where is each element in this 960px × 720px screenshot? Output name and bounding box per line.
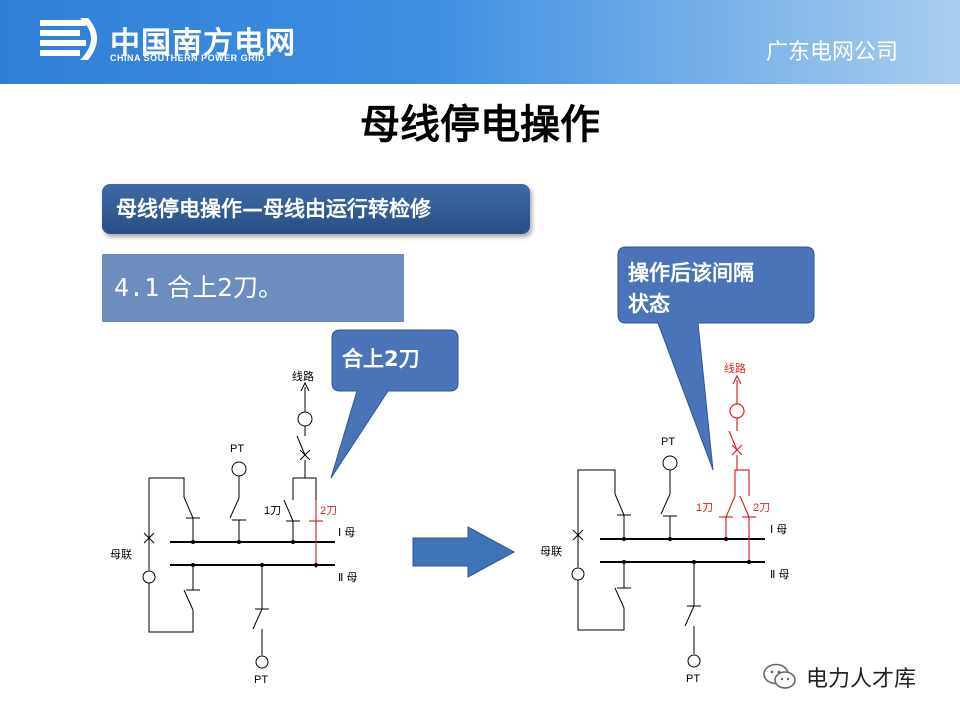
callout-left: 合上2刀 <box>330 329 459 479</box>
left-knife-2 <box>309 500 323 568</box>
left-diagram <box>142 381 335 669</box>
header-banner: 中国南方电网 CHINA SOUTHERN POWER GRID 广东电网公司 <box>0 0 960 84</box>
right-bus2-label: Ⅱ 母 <box>770 568 789 581</box>
callout-right-line2: 状态 <box>628 292 670 316</box>
page-title: 母线停电操作 <box>360 102 600 148</box>
left-bus2-label: Ⅱ 母 <box>338 571 357 584</box>
watermark: 电力人才库 <box>762 660 916 694</box>
wechat-icon <box>763 663 796 689</box>
left-knife1-label: 1刀 <box>264 505 281 517</box>
transition-arrow-icon <box>412 526 516 578</box>
logo-chinese-text: 中国南方电网 <box>110 26 296 61</box>
callout-left-text: 合上2刀 <box>342 347 420 371</box>
subtitle-bar: 母线停电操作—母线由运行转检修 <box>102 184 530 234</box>
step-box: 4.1 合上2刀。 <box>102 254 404 322</box>
right-pt-bottom-label: PT <box>686 673 700 685</box>
left-bus1-label: Ⅰ 母 <box>338 526 355 539</box>
right-tie-label: 母联 <box>540 545 562 558</box>
csg-logo-icon <box>40 18 97 60</box>
logo-english-text: CHINA SOUTHERN POWER GRID <box>110 53 266 63</box>
right-diagram <box>571 455 765 668</box>
left-pt-bottom-label: PT <box>254 674 268 686</box>
right-knife2-label: 2刀 <box>753 502 770 514</box>
callout-right: 操作后该间隔 状态 <box>617 246 815 471</box>
right-bus1-label: Ⅰ 母 <box>770 523 787 536</box>
watermark-text: 电力人才库 <box>806 667 917 692</box>
left-pt-top-label: PT <box>230 443 244 455</box>
right-line-label: 线路 <box>724 361 746 375</box>
left-tie-label: 母联 <box>110 548 132 561</box>
step-text: 合上2刀。 <box>167 273 284 302</box>
callout-right-line1: 操作后该间隔 <box>628 261 754 285</box>
step-number: 4.1 <box>114 273 160 302</box>
company-name: 广东电网公司 <box>765 40 898 65</box>
left-knife2-label: 2刀 <box>320 505 337 517</box>
left-line-label: 线路 <box>292 369 314 383</box>
right-feeder-energized <box>719 374 756 562</box>
right-pt-top-label: PT <box>661 436 675 448</box>
right-knife1-label: 1刀 <box>696 502 713 514</box>
